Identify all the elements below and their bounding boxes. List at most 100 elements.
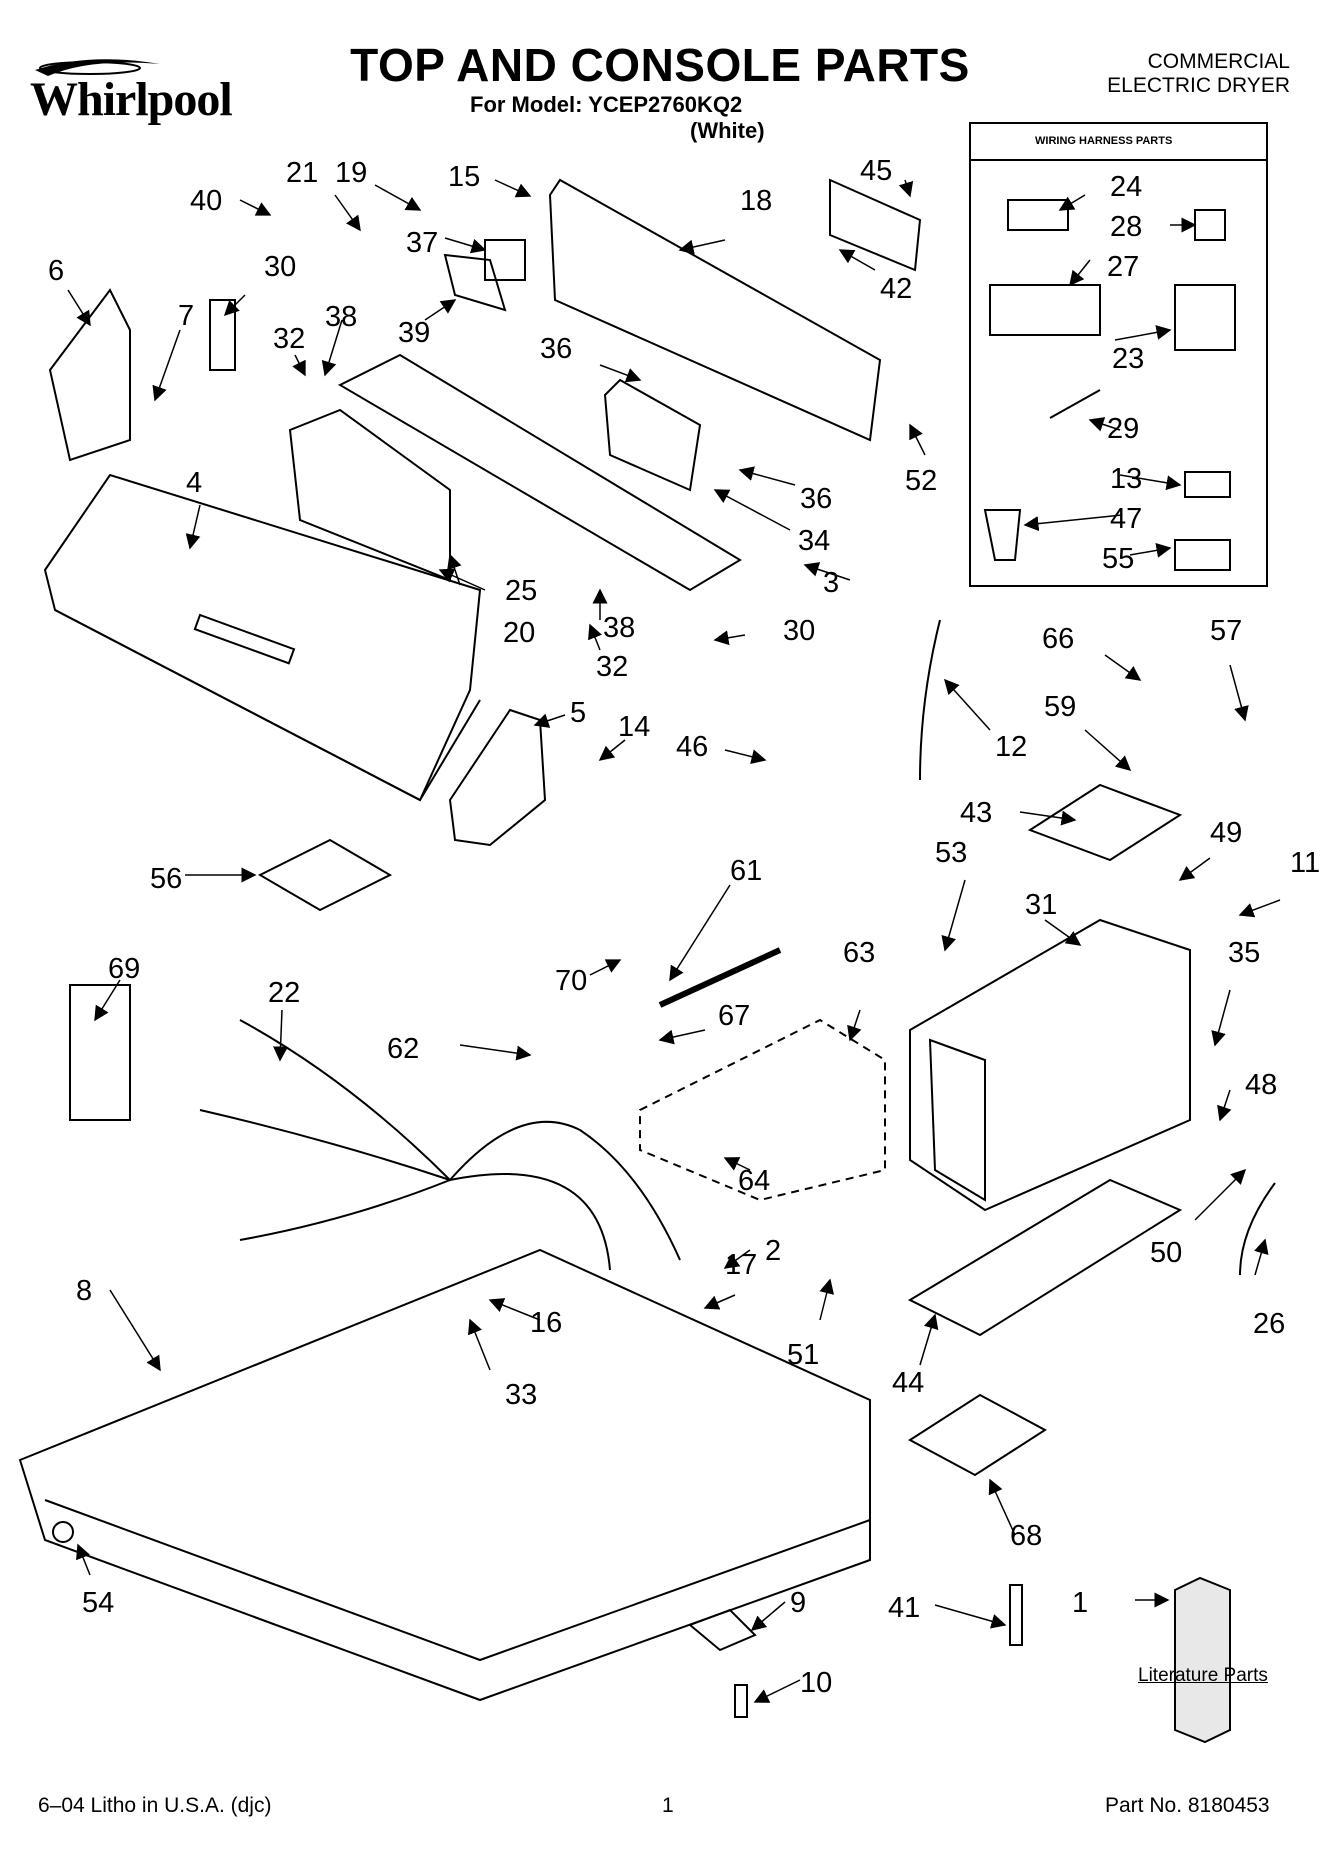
harness-13 xyxy=(1184,471,1231,498)
page-title: TOP AND CONSOLE PARTS xyxy=(350,39,970,91)
callout-part-11: 11 xyxy=(1290,847,1320,879)
harness-27 xyxy=(989,284,1101,336)
part-8-top xyxy=(18,1248,871,1702)
callout-part-32: 32 xyxy=(273,323,305,355)
part-56 xyxy=(257,838,393,912)
callout-part-54: 54 xyxy=(82,1587,114,1619)
callout-part-48: 48 xyxy=(1245,1069,1277,1101)
part-26 xyxy=(1239,1182,1276,1276)
callout-part-55: 55 xyxy=(1102,543,1134,575)
callout-part-36: 36 xyxy=(540,333,572,365)
callout-part-20: 20 xyxy=(503,617,535,649)
product-type-line2: ELECTRIC DRYER xyxy=(1107,74,1290,97)
callout-part-39: 39 xyxy=(398,317,430,349)
brand-name: Whirlpool xyxy=(30,73,233,126)
callout-part-52: 52 xyxy=(905,465,937,497)
part-44-plate xyxy=(907,1178,1183,1337)
callout-part-70: 70 xyxy=(555,965,587,997)
callout-part-51: 51 xyxy=(787,1339,819,1371)
harness-24 xyxy=(1007,199,1069,231)
callout-part-37: 37 xyxy=(406,227,438,259)
callout-part-38: 38 xyxy=(603,612,635,644)
harness-47 xyxy=(983,509,1022,561)
callout-part-61: 61 xyxy=(730,855,762,887)
callout-part-31: 31 xyxy=(1025,889,1057,921)
part-harness-22 xyxy=(239,1019,681,1261)
harness-23 xyxy=(1174,284,1236,351)
callout-part-67: 67 xyxy=(718,1000,750,1032)
callout-part-69: 69 xyxy=(108,953,140,985)
model-color: (White) xyxy=(690,118,765,143)
part-bracket-18 xyxy=(548,178,882,442)
callout-part-47: 47 xyxy=(1110,503,1142,535)
callout-part-22: 22 xyxy=(268,977,300,1009)
callout-part-12: 12 xyxy=(995,731,1027,763)
part-63-group xyxy=(639,1018,886,1202)
part-69-manual xyxy=(69,984,131,1121)
part-54 xyxy=(52,1521,74,1543)
callout-part-5: 5 xyxy=(570,697,586,729)
callout-part-44: 44 xyxy=(892,1367,924,1399)
callout-part-15: 15 xyxy=(448,161,480,193)
harness-55 xyxy=(1174,539,1231,571)
callout-part-63: 63 xyxy=(843,937,875,969)
callout-part-2: 2 xyxy=(765,1235,781,1267)
callout-part-8: 8 xyxy=(76,1275,92,1307)
callout-part-49: 49 xyxy=(1210,817,1242,849)
callout-part-18: 18 xyxy=(740,185,772,217)
part-39 xyxy=(443,253,507,312)
callout-part-26: 26 xyxy=(1253,1308,1285,1340)
callout-part-27: 27 xyxy=(1107,251,1139,283)
product-type-line1: COMMERCIAL xyxy=(1147,50,1290,73)
callout-part-57: 57 xyxy=(1210,615,1242,647)
callout-part-14: 14 xyxy=(618,711,650,743)
callout-part-50: 50 xyxy=(1150,1237,1182,1269)
callout-part-16: 16 xyxy=(530,1307,562,1339)
callout-part-34: 34 xyxy=(798,525,830,557)
logo-swoosh xyxy=(35,59,160,76)
model-line: For Model: YCEP2760KQ2 xyxy=(470,92,743,117)
literature-parts-label: Literature Parts xyxy=(1138,1665,1268,1686)
callout-part-30: 30 xyxy=(264,251,296,283)
callout-part-19: 19 xyxy=(335,157,367,189)
callout-part-3: 3 xyxy=(823,567,839,599)
callout-part-21: 21 xyxy=(286,157,318,189)
footer-page-number: 1 xyxy=(662,1794,674,1817)
part-console-frame xyxy=(337,353,742,592)
harness-box-title: WIRING HARNESS PARTS xyxy=(1035,135,1173,147)
callout-part-53: 53 xyxy=(935,837,967,869)
callout-part-23: 23 xyxy=(1112,343,1144,375)
part-68 xyxy=(908,1393,1047,1477)
callout-part-59: 59 xyxy=(1044,691,1076,723)
callout-part-68: 68 xyxy=(1010,1520,1042,1552)
part-12 xyxy=(919,619,941,781)
part-43-plate xyxy=(1027,783,1183,862)
harness-28 xyxy=(1194,209,1226,241)
callout-part-56: 56 xyxy=(150,863,182,895)
callout-part-17: 17 xyxy=(725,1249,757,1281)
callout-part-9: 9 xyxy=(790,1587,806,1619)
callout-part-66: 66 xyxy=(1042,623,1074,655)
part-31-box xyxy=(909,918,1191,1212)
callout-part-32: 32 xyxy=(596,651,628,683)
part-board-34 xyxy=(603,378,702,492)
callout-part-62: 62 xyxy=(387,1033,419,1065)
part-label-30 xyxy=(209,299,236,371)
callout-part-6: 6 xyxy=(48,255,64,287)
callout-part-35: 35 xyxy=(1228,937,1260,969)
callout-part-28: 28 xyxy=(1110,211,1142,243)
part-right-end-cap xyxy=(448,708,547,847)
callout-part-64: 64 xyxy=(738,1165,770,1197)
callout-part-36: 36 xyxy=(800,483,832,515)
callout-part-40: 40 xyxy=(190,185,222,217)
footer-litho: 6–04 Litho in U.S.A. (djc) xyxy=(38,1794,272,1817)
callout-part-25: 25 xyxy=(505,575,537,607)
part-10 xyxy=(734,1684,748,1718)
callout-part-7: 7 xyxy=(178,300,194,332)
part-41 xyxy=(1009,1584,1023,1646)
part-9 xyxy=(688,1608,757,1652)
callout-part-43: 43 xyxy=(960,797,992,829)
harness-29 xyxy=(1049,389,1101,419)
part-control-board xyxy=(288,408,451,582)
